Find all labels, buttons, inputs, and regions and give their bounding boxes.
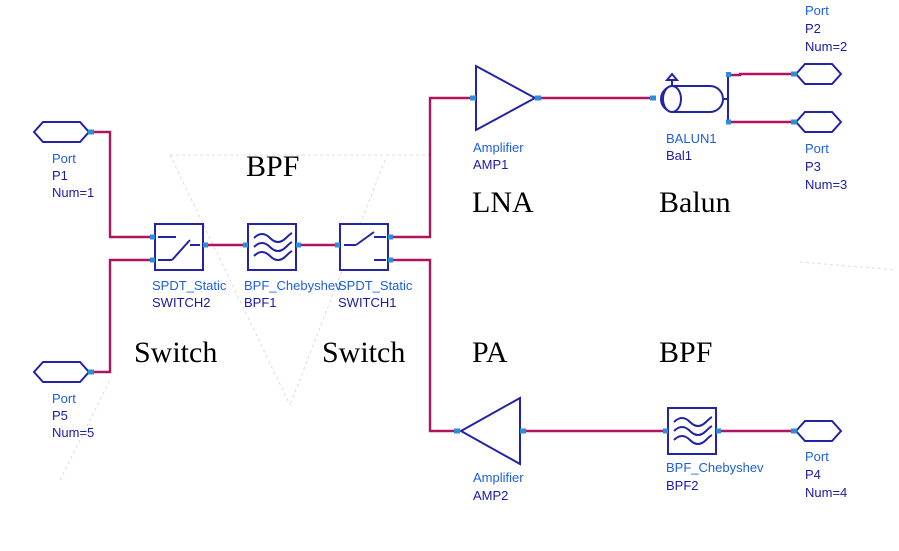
bpf1-name: BPF1 — [244, 295, 277, 310]
port-p3-name: P3 — [805, 159, 821, 174]
switch1-type: SPDT_Static — [338, 278, 413, 293]
bpf2[interactable]: BPF_Chebyshev BPF2 — [663, 407, 764, 493]
balun1-type: BALUN1 — [666, 131, 717, 146]
bpf2-name: BPF2 — [666, 478, 699, 493]
port-p4-num: Num=4 — [805, 485, 847, 500]
switch2-type: SPDT_Static — [152, 278, 227, 293]
port-p1-num: Num=1 — [52, 185, 94, 200]
amp2-type: Amplifier — [473, 470, 524, 485]
block-label-balun: Balun — [659, 186, 731, 219]
amp1-name: AMP1 — [473, 157, 508, 172]
amp1[interactable]: Amplifier AMP1 — [470, 64, 541, 172]
port-p5[interactable]: Port P5 Num=5 — [32, 361, 94, 440]
port-p5-type: Port — [52, 391, 76, 406]
bpf1-type: BPF_Chebyshev — [244, 278, 342, 293]
block-label-lna: LNA — [472, 186, 534, 219]
block-label-switch-right: Switch — [322, 336, 405, 369]
switch1[interactable]: SPDT_Static SWITCH1 — [335, 223, 413, 310]
wires — [92, 72, 796, 433]
faint-guides — [59, 154, 896, 481]
amp2[interactable]: Amplifier AMP2 — [454, 396, 526, 503]
port-p2-name: P2 — [805, 21, 821, 36]
port-p2-type: Port — [805, 3, 829, 18]
bpf1[interactable]: BPF_Chebyshev BPF1 — [243, 223, 342, 310]
balun1[interactable]: BALUN1 Bal1 — [650, 72, 731, 163]
port-p2[interactable]: Port P2 Num=2 — [791, 3, 847, 85]
block-label-bpf-top: BPF — [246, 150, 299, 183]
block-label-switch-left: Switch — [134, 336, 217, 369]
port-p4[interactable]: Port P4 Num=4 — [791, 420, 847, 500]
switch2[interactable]: SPDT_Static SWITCH2 — [150, 223, 227, 310]
block-label-bpf-bottom: BPF — [659, 336, 712, 369]
block-label-pa: PA — [472, 336, 508, 369]
bpf2-type: BPF_Chebyshev — [666, 460, 764, 475]
port-p2-num: Num=2 — [805, 39, 847, 54]
port-p1-name: P1 — [52, 168, 68, 183]
port-p3[interactable]: Port P3 Num=3 — [791, 111, 847, 192]
port-p5-num: Num=5 — [52, 425, 94, 440]
port-p3-type: Port — [805, 141, 829, 156]
switch2-name: SWITCH2 — [152, 295, 211, 310]
amp1-type: Amplifier — [473, 140, 524, 155]
balun1-name: Bal1 — [666, 148, 692, 163]
port-p4-type: Port — [805, 449, 829, 464]
amp2-name: AMP2 — [473, 488, 508, 503]
port-p1[interactable]: Port P1 Num=1 — [32, 121, 94, 200]
switch1-name: SWITCH1 — [338, 295, 397, 310]
port-p3-num: Num=3 — [805, 177, 847, 192]
port-p4-name: P4 — [805, 467, 821, 482]
port-p5-name: P5 — [52, 408, 68, 423]
port-p1-type: Port — [52, 151, 76, 166]
